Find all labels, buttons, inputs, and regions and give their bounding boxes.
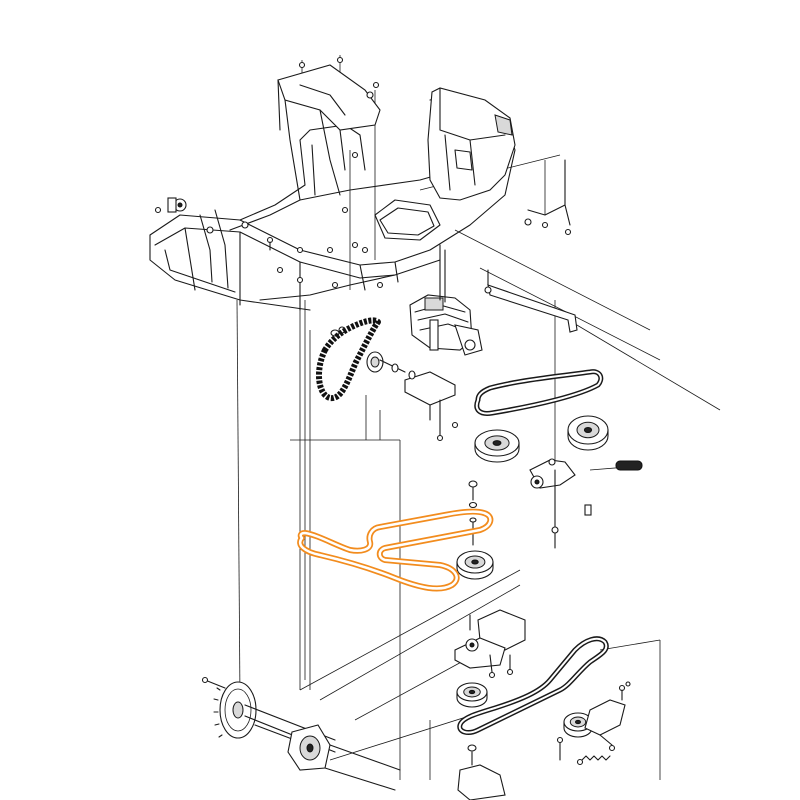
engine-pulley	[474, 429, 520, 463]
transaxle	[404, 244, 483, 442]
drive-chain	[316, 317, 381, 402]
lower-belt	[457, 636, 609, 735]
idler-bracket	[454, 609, 526, 679]
clutch-pulley	[567, 415, 609, 451]
tension-assembly	[556, 681, 631, 766]
rear-housing	[427, 87, 516, 201]
idler-shaft-stack	[468, 480, 478, 546]
upper-right-bracket	[524, 159, 572, 236]
belt-guide	[484, 269, 578, 333]
idler-pulley	[456, 550, 494, 580]
drive-belt	[297, 508, 494, 592]
clutch-bracket	[529, 458, 592, 549]
upper-belt	[474, 369, 604, 416]
seat-bracket	[277, 64, 381, 201]
lower-pulley	[456, 682, 488, 708]
rear-axle-assembly	[201, 676, 506, 800]
reference-callout	[615, 460, 643, 471]
frame-hardware	[154, 56, 384, 289]
pulley-group	[456, 415, 609, 738]
